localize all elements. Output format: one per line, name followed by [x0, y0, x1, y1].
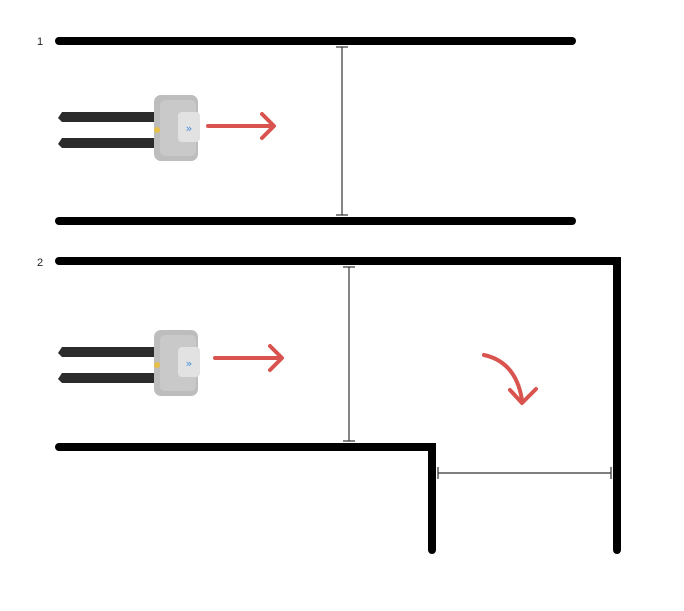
forklift-robot-icon [58, 330, 200, 396]
scenario-2: 2 [37, 257, 621, 554]
outer-wall [55, 257, 621, 554]
turn-clockwise-arrow-icon [482, 353, 538, 405]
scenario-1: 1 [37, 36, 576, 225]
right-arrow-icon [213, 344, 284, 372]
aisle-width-dimension [343, 266, 355, 442]
inner-corner-wall [55, 443, 436, 554]
forklift-robot-icon [58, 95, 200, 161]
scenario-number: 2 [37, 257, 43, 269]
aisle-width-dimension [336, 46, 348, 216]
turn-width-dimension [437, 467, 612, 479]
right-arrow-icon [206, 112, 276, 140]
scenario-number: 1 [37, 36, 43, 48]
